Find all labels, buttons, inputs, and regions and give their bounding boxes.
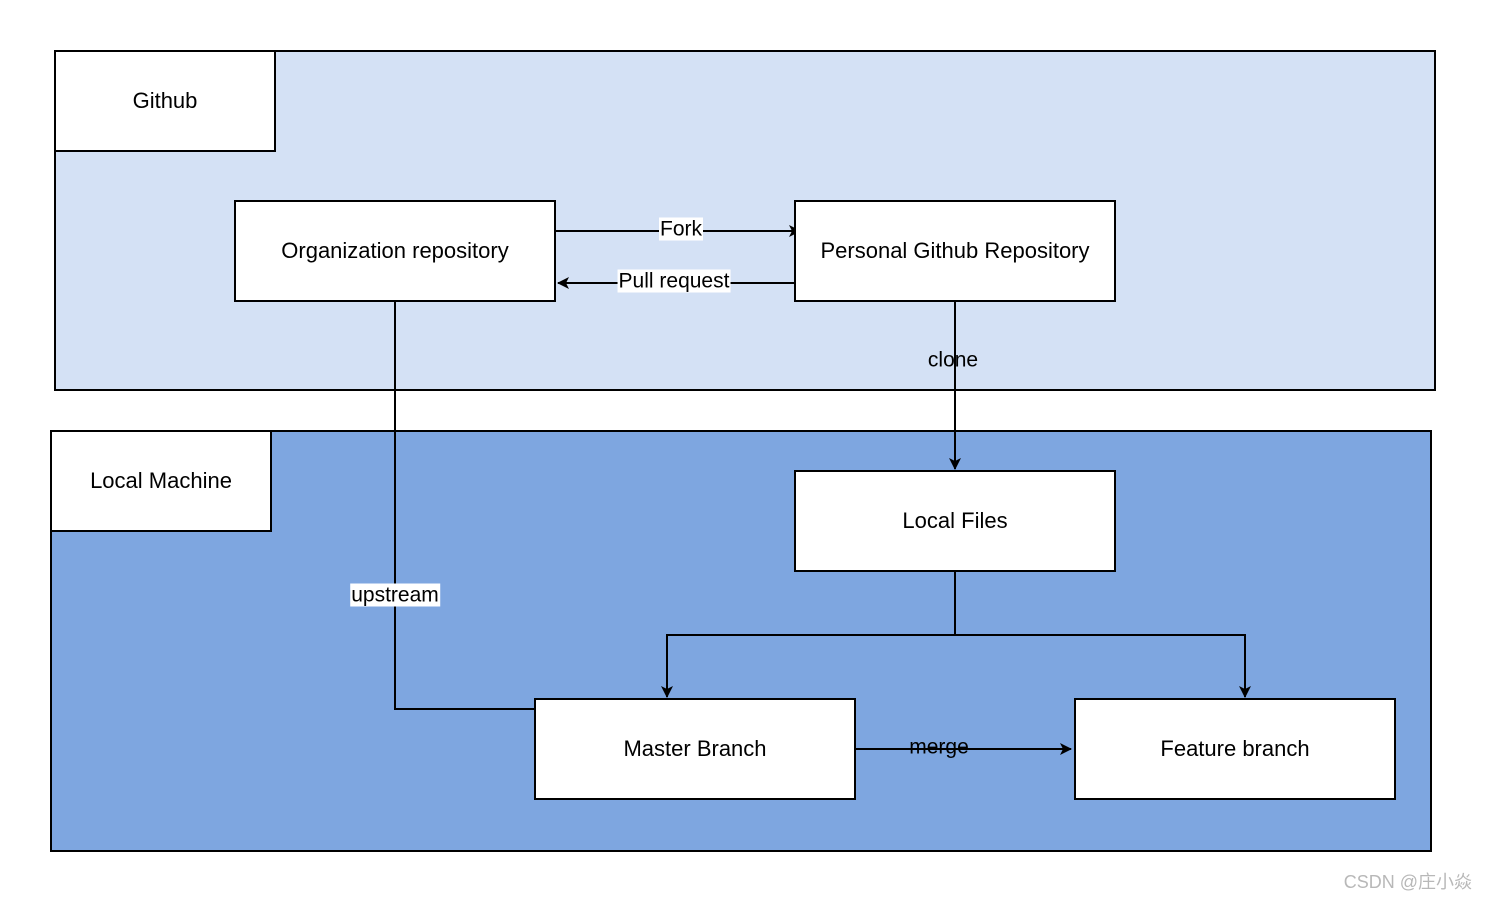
- organization-repository-label: Organization repository: [281, 238, 509, 263]
- master-branch-label: Master Branch: [623, 736, 767, 761]
- upstream-edge-label: upstream: [350, 583, 440, 607]
- local-files-label: Local Files: [902, 508, 1008, 533]
- github-zone-label: Github: [54, 50, 276, 152]
- github-zone-label-text: Github: [132, 88, 198, 113]
- local-to-feature-edge: [955, 634, 1251, 698]
- clone-edge-label: clone: [927, 348, 979, 372]
- local-to-master-edge: [661, 572, 956, 698]
- upstream-edge: [394, 302, 534, 710]
- personal-repository-node: Personal Github Repository: [794, 200, 1116, 302]
- fork-edge-label: Fork: [659, 217, 703, 241]
- pull-request-edge-label: Pull request: [617, 269, 731, 293]
- watermark: CSDN @庄小焱: [1343, 872, 1472, 892]
- master-branch-node: Master Branch: [534, 698, 856, 800]
- merge-edge-label: merge: [909, 735, 969, 759]
- feature-branch-node: Feature branch: [1074, 698, 1396, 800]
- personal-repository-label: Personal Github Repository: [820, 238, 1090, 263]
- local-files-node: Local Files: [794, 470, 1116, 572]
- local-machine-zone-label-text: Local Machine: [90, 468, 232, 493]
- feature-branch-label: Feature branch: [1160, 736, 1310, 761]
- organization-repository-node: Organization repository: [234, 200, 556, 302]
- local-machine-zone-label: Local Machine: [50, 430, 272, 532]
